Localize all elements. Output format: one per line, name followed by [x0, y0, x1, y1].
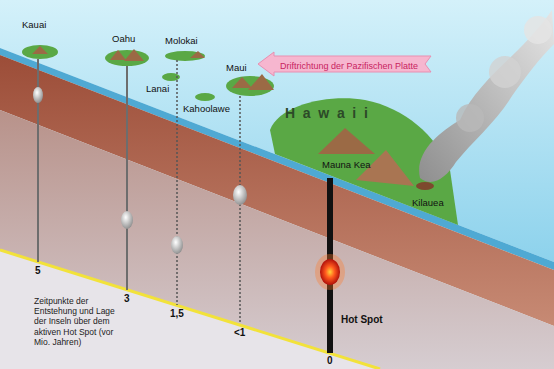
volcano-name: Mauna Kea — [322, 160, 371, 170]
hot-spot-glow — [315, 254, 345, 290]
island-name: Molokai — [165, 36, 198, 46]
mountain — [318, 128, 375, 154]
mountain — [110, 49, 144, 61]
maui-island — [226, 74, 274, 96]
age-number: 3 — [124, 294, 130, 304]
time-line — [0, 250, 380, 369]
note: Zeitpunkte der Entstehung und Lage der I… — [34, 296, 129, 347]
magma-bulb — [233, 185, 247, 205]
mountain — [232, 74, 274, 90]
age-number: 1,5 — [170, 309, 184, 319]
volcano-name: Kilauea — [412, 198, 444, 208]
smoke-plume — [419, 10, 554, 182]
mountain — [32, 46, 48, 54]
molokai-island — [165, 51, 205, 61]
age-number: <1 — [234, 328, 245, 338]
age-number: 5 — [35, 266, 41, 276]
stalk — [176, 60, 178, 305]
island-name: Oahu — [112, 34, 135, 44]
island-name: Kahoolawe — [183, 104, 230, 114]
drift-arrow: Driftrichtung der Pazifischen Platte — [258, 55, 431, 73]
island-name: Maui — [226, 63, 247, 73]
crater — [416, 182, 434, 190]
mountain — [190, 51, 205, 58]
island-name: Lanai — [146, 84, 169, 94]
deep-mantle — [0, 250, 380, 369]
kahoolawe-island — [195, 93, 215, 101]
smoke — [419, 10, 554, 182]
stalk — [239, 96, 241, 324]
island-name: Hawaii — [285, 106, 376, 121]
magma-bulb — [33, 87, 43, 103]
magma-bulb — [171, 236, 183, 254]
island — [105, 50, 149, 66]
smoke — [524, 16, 552, 44]
age-number: 0 — [327, 356, 333, 366]
magma-bulb — [121, 211, 133, 229]
island-name: Kauai — [22, 20, 46, 30]
hot-spot-label: Hot Spot — [341, 314, 383, 325]
smoke — [489, 56, 521, 88]
hot-spot — [320, 259, 340, 285]
smoke — [456, 104, 484, 132]
kauai-island — [22, 45, 58, 59]
island — [165, 51, 205, 61]
stalk — [126, 66, 128, 290]
arrow-body — [258, 52, 431, 76]
arrow-text: Driftrichtung der Pazifischen Platte — [258, 58, 430, 76]
island — [22, 45, 58, 59]
oahu-island — [105, 49, 149, 66]
